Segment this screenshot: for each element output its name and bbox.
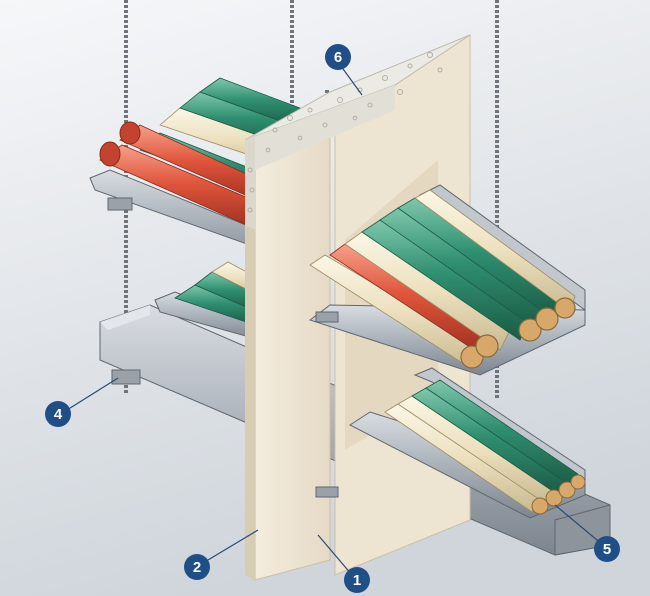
callout-label-2: 2 bbox=[193, 559, 201, 576]
support-bracket-lower-right bbox=[315, 486, 339, 498]
plaster-top-front bbox=[245, 85, 395, 170]
callout-marker-1: 1 bbox=[344, 567, 370, 593]
callout-label-1: 1 bbox=[353, 572, 361, 589]
plaster-top-end bbox=[245, 135, 255, 230]
callout-label-4: 4 bbox=[54, 406, 63, 423]
callout-label-5: 5 bbox=[603, 541, 611, 558]
callout-marker-2: 2 bbox=[184, 554, 210, 580]
callout-marker-6: 6 bbox=[325, 44, 351, 70]
plaster-texture bbox=[247, 52, 443, 213]
support-bracket-left bbox=[111, 369, 141, 385]
cable-tray-upper-right bbox=[308, 184, 586, 376]
wall-face-front bbox=[254, 109, 331, 581]
support-bracket-upper-right bbox=[315, 311, 339, 323]
cables-upper-right bbox=[309, 189, 576, 369]
callout-marker-5: 5 bbox=[594, 536, 620, 562]
callout-label-6: 6 bbox=[334, 49, 342, 66]
callout-marker-4: 4 bbox=[45, 401, 71, 427]
support-bracket-upper-left bbox=[107, 197, 133, 211]
wall-face-side bbox=[245, 135, 255, 580]
cables-lower-right bbox=[384, 379, 586, 515]
cable-tray-lower-right bbox=[315, 367, 586, 519]
